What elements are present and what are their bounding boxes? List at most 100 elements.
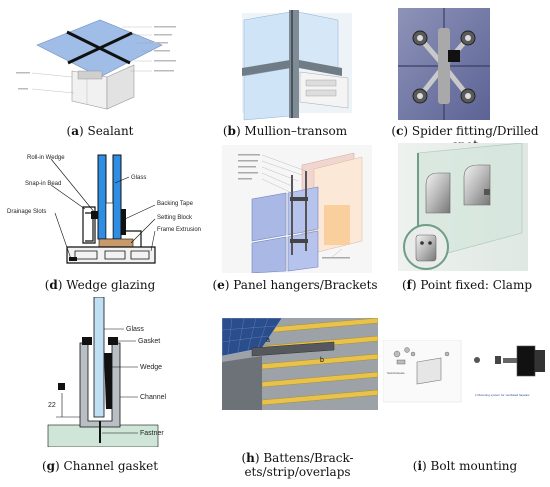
label-setting-block: Setting Block [157, 215, 193, 221]
sealant-joint [67, 31, 133, 65]
glass-clamp [425, 172, 451, 214]
glass-pane [112, 154, 122, 240]
figure-h-battens: a b [222, 318, 378, 410]
frame-profile [106, 64, 135, 110]
label-glass: Glass [131, 175, 146, 181]
callout-text-marks [16, 26, 176, 90]
label-a: a [266, 337, 270, 344]
cladding-panel [251, 236, 287, 273]
label-fastner: Fastner [140, 430, 164, 437]
clamp-screw [484, 189, 490, 195]
drawing-label: Sekshloksale [387, 371, 405, 375]
inset-screw [428, 241, 432, 245]
spider-fitting-photo [398, 8, 490, 120]
caption-text-line1: Battens/Brack- [263, 451, 354, 465]
spider-body [438, 28, 450, 104]
caption-letter: b [227, 124, 236, 138]
bolt-photo [474, 345, 545, 377]
label-backing-tape: Backing Tape [157, 201, 194, 207]
label-channel: Channel [140, 394, 167, 401]
profile-chamber [305, 79, 337, 87]
figure-i-bolt-mounting: Sekshloksale 1.Mounting system for venti… [383, 340, 547, 410]
callout-lines [31, 26, 152, 94]
caption-b: (b) Mullion–transom [222, 124, 348, 138]
dimension-marker [58, 383, 65, 390]
inset-clamp [415, 234, 437, 262]
glass-pane [297, 11, 339, 69]
drainage-slot [69, 257, 77, 261]
bracket [77, 70, 103, 80]
sealant-drawing [16, 19, 176, 110]
figure-c-spider-fitting [398, 8, 490, 120]
exploded-parts [393, 347, 450, 365]
label-glass: Glass [126, 326, 144, 333]
caption-text: Bolt mounting [430, 459, 518, 473]
hanger-bracket [290, 239, 308, 243]
clamp-photo [398, 143, 528, 271]
caption-letter: c [396, 124, 404, 138]
battens-drawing: a b [222, 318, 378, 410]
caption-letter: f [406, 278, 412, 292]
label-drainage-slots: Drainage Slots [7, 209, 46, 215]
panel-grid [222, 318, 277, 355]
dimension-value: 22 [48, 402, 56, 409]
caption-text: Sealant [87, 124, 134, 138]
label-wedge: Wedge [140, 364, 162, 371]
bracket-strip [251, 341, 335, 357]
glass-pane [243, 67, 291, 121]
frame-extrusion [66, 246, 156, 264]
gasket [82, 337, 92, 345]
mullion [289, 10, 299, 118]
figure-a-sealant [12, 5, 187, 123]
wedge [104, 353, 112, 409]
figure-e-panel-hangers [222, 145, 372, 273]
panel-edge [222, 356, 262, 410]
glass-panel [93, 297, 105, 418]
mullion-transom-drawing [242, 10, 352, 121]
caption-letter: d [49, 278, 58, 292]
label-frame-extrusion: Frame Extrusion [157, 227, 201, 233]
leader-lines [102, 328, 138, 434]
callout-text-marks [238, 154, 350, 259]
caption-text: Mullion–transom [244, 124, 348, 138]
leader-lines [50, 158, 156, 260]
bolt-caption: 1.Mounting system for ventilated façades [475, 393, 530, 397]
caption-text-line2: ets/strip/overlaps [244, 465, 351, 479]
caption-letter: g [46, 459, 56, 473]
caption-letter: h [246, 451, 255, 465]
figure-f-point-fixed-clamp [398, 143, 528, 271]
figure-b-mullion-transom [230, 8, 360, 123]
frame-leg [125, 230, 142, 247]
label-roll-in-wedge: Roll-in Wedge [27, 155, 65, 161]
caption-e: (e) Panel hangers/Brackets [212, 278, 378, 292]
label-b: b [320, 357, 324, 364]
gasket [108, 337, 118, 345]
cladding-panel [251, 192, 287, 242]
channel-gasket-drawing: 22 Glass Gasket Wedge Channel Fastner [47, 297, 167, 447]
hanger-bracket [290, 197, 308, 201]
frame-chambers [74, 250, 150, 260]
caption-letter: e [217, 278, 225, 292]
transom [299, 60, 342, 76]
glass-clamp [463, 164, 491, 206]
wedge-glazing-drawing: Roll-in Wedge Snap-in Bead Drainage Slot… [7, 154, 201, 264]
caption-f: (f) Point fixed: Clamp [401, 278, 533, 292]
spider-clip [448, 50, 460, 62]
label-snap-in-bead: Snap-in Bead [25, 181, 61, 187]
caption-a: (a) Sealant [66, 124, 134, 138]
caption-text: Wedge glazing [66, 278, 156, 292]
snap-in-bead [82, 206, 96, 244]
label-gasket: Gasket [138, 338, 160, 345]
caption-letter: i [417, 459, 423, 473]
point-bolts [412, 30, 476, 104]
caption-letter: a [71, 124, 79, 138]
bolt-mounting-drawing: Sekshloksale 1.Mounting system for venti… [383, 340, 545, 403]
caption-text: Channel gasket [63, 459, 159, 473]
figure-g-channel-gasket: 22 Glass Gasket Wedge Channel Fastner [8, 297, 193, 447]
caption-text: Panel hangers/Brackets [233, 278, 378, 292]
panel-hangers-drawing [222, 145, 372, 273]
mullion-edge [291, 10, 293, 118]
caption-g: (g) Channel gasket [41, 459, 159, 473]
transom [242, 60, 290, 76]
inset-screw [420, 241, 424, 245]
